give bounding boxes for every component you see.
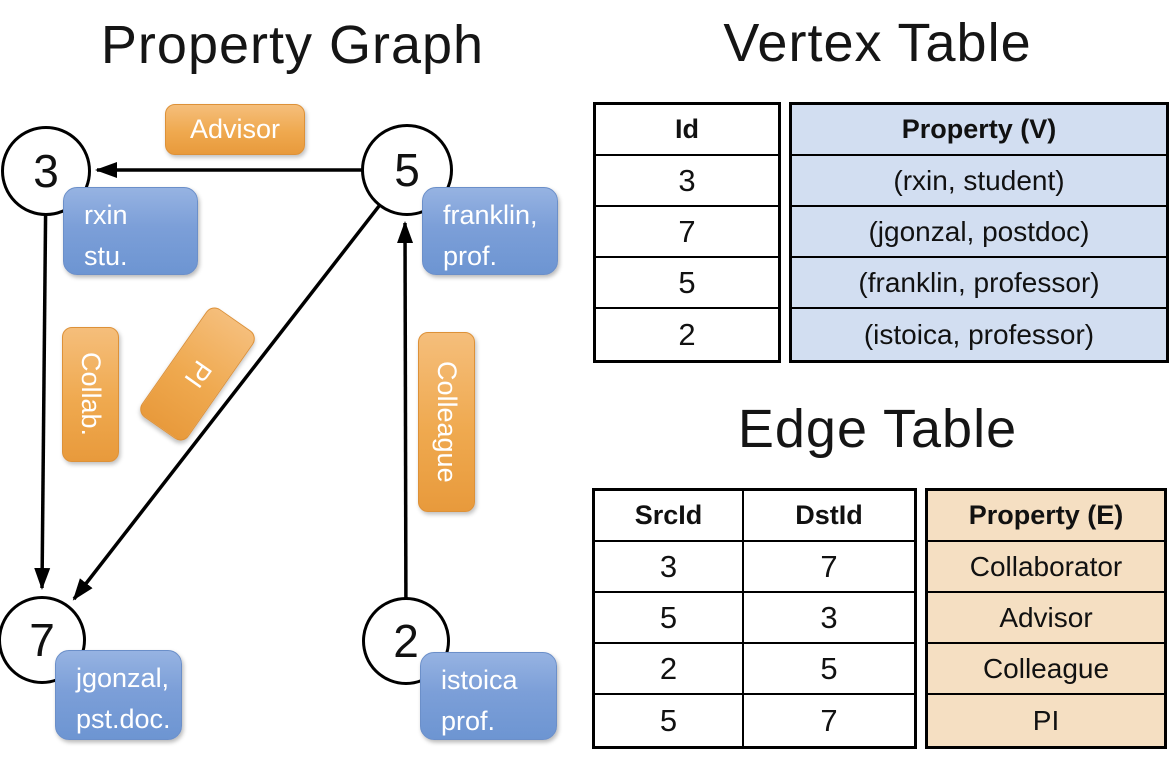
edge-5-to-7 — [72, 168, 409, 601]
table-cell: (franklin, professor) — [792, 258, 1166, 309]
table-cell: Colleague — [928, 644, 1164, 695]
table-cell: (istoica, professor) — [792, 309, 1166, 360]
vertex-prop-line: pst.doc. — [76, 703, 171, 734]
column-header-dstid: DstId — [742, 491, 914, 542]
edge-label-advisor: Advisor — [165, 104, 305, 155]
table-cell: 5 — [595, 593, 742, 644]
table-cell: 7 — [742, 695, 914, 746]
vertex-prop-line: jgonzal, — [76, 663, 170, 693]
edge-table-property-column: Property (E) Collaborator Advisor Collea… — [925, 488, 1167, 749]
edge-label-colleague: Colleague — [418, 332, 475, 512]
vertex-prop-box-7: jgonzal, pst.doc. — [55, 650, 182, 740]
edge-label-text: Collab. — [76, 352, 106, 437]
table-cell: (jgonzal, postdoc) — [792, 207, 1166, 258]
vertex-table: Id 3 7 5 2 Property (V) (rxin, student) … — [593, 102, 1169, 363]
edge-label-collab: Collab. — [62, 327, 119, 462]
table-cell: 3 — [596, 156, 778, 207]
node-circle-2: 2 — [362, 597, 450, 685]
table-cell: 3 — [742, 593, 914, 644]
edge-table-title: Edge Table — [737, 399, 1018, 459]
node-id-5: 5 — [394, 144, 420, 196]
vertex-prop-line: istoica — [441, 665, 518, 695]
table-cell: Collaborator — [928, 542, 1164, 593]
edge-3-to-7 — [34, 170, 51, 590]
column-header-property-e: Property (E) — [928, 491, 1164, 542]
vertex-table-id-column: Id 3 7 5 2 — [593, 102, 781, 363]
property-graph-title: Property Graph — [100, 15, 485, 75]
edge-label-text: Advisor — [189, 114, 281, 144]
edge-table-id-columns: SrcId DstId 3 7 5 3 2 5 5 7 — [592, 488, 917, 749]
vertex-prop-line: stu. — [84, 240, 128, 271]
edge-2-to-5 — [397, 221, 414, 642]
vertex-table-title: Vertex Table — [723, 13, 1032, 73]
vertex-table-property-column: Property (V) (rxin, student) (jgonzal, p… — [789, 102, 1169, 363]
vertex-prop-line: prof. — [441, 705, 496, 736]
vertex-prop-line: rxin — [84, 200, 128, 230]
vertex-prop-box-5: franklin, prof. — [422, 187, 558, 275]
table-cell: 2 — [596, 309, 778, 360]
vertex-prop-line: prof. — [443, 240, 498, 271]
edge-label-text: PI — [178, 355, 218, 394]
node-id-7: 7 — [29, 614, 55, 666]
node-id-3: 3 — [33, 145, 59, 197]
vertex-prop-box-2: istoica prof. — [420, 652, 557, 740]
column-header-id: Id — [596, 105, 778, 156]
column-header-srcid: SrcId — [595, 491, 742, 542]
table-cell: Advisor — [928, 593, 1164, 644]
node-id-2: 2 — [393, 615, 419, 667]
table-cell: 5 — [596, 258, 778, 309]
column-header-property-v: Property (V) — [792, 105, 1166, 156]
table-cell: 7 — [742, 542, 914, 593]
edge-label-text: Colleague — [432, 361, 462, 483]
edge-table: SrcId DstId 3 7 5 3 2 5 5 7 Property (E)… — [592, 488, 1167, 749]
vertex-prop-line: franklin, — [443, 200, 538, 230]
table-cell: PI — [928, 695, 1164, 746]
vertex-prop-box-3: rxin stu. — [63, 187, 198, 275]
table-cell: 7 — [596, 207, 778, 258]
table-cell: 3 — [595, 542, 742, 593]
table-cell: (rxin, student) — [792, 156, 1166, 207]
table-cell: 5 — [595, 695, 742, 746]
table-cell: 2 — [595, 644, 742, 695]
table-cell: 5 — [742, 644, 914, 695]
graph-edges-svg — [34, 162, 414, 642]
node-circle-5: 5 — [361, 124, 453, 216]
